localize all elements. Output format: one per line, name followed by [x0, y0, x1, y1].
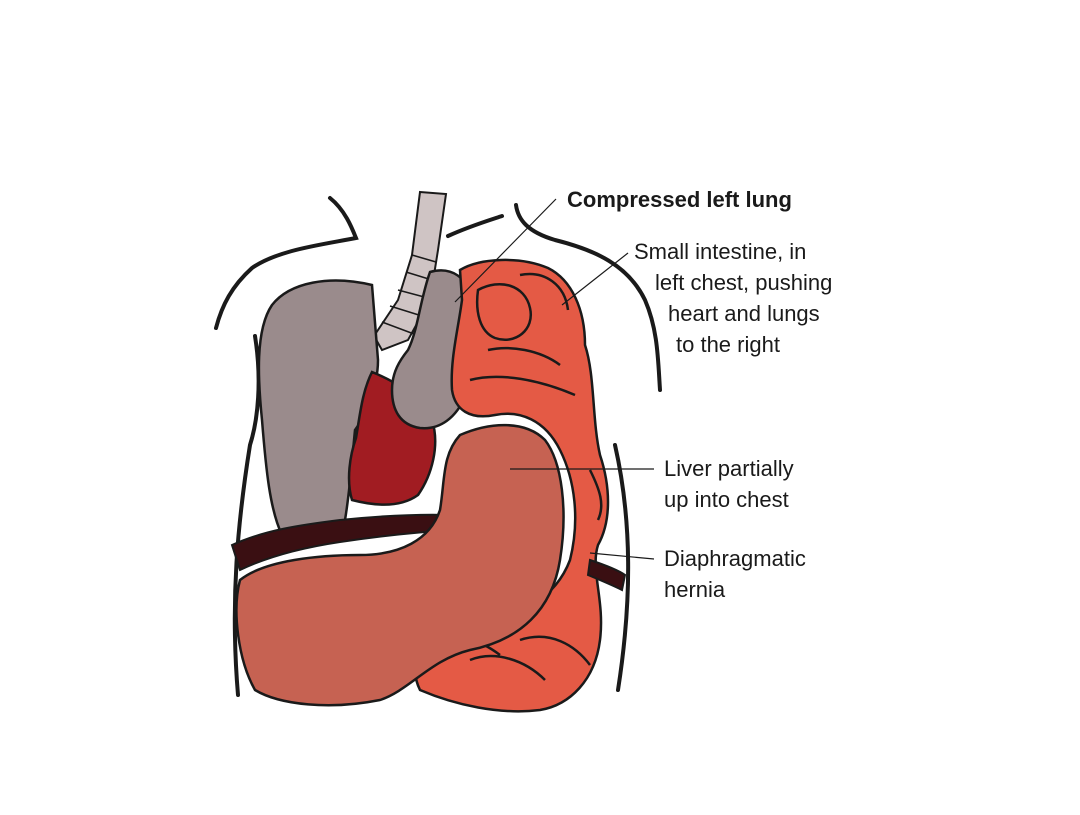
label-line: hernia [664, 577, 726, 602]
liver [235, 423, 565, 707]
label-line: Liver partially [664, 456, 794, 481]
trachea [372, 190, 448, 352]
label-line: Diaphragmatic [664, 546, 806, 571]
diaphragm-right [586, 558, 627, 592]
leader-hernia [589, 552, 655, 560]
leader-intestine [561, 252, 629, 306]
label-line: up into chest [664, 487, 789, 512]
label-line: to the right [676, 332, 780, 357]
label-compressed-left-lung: Compressed left lung [567, 187, 792, 212]
label-line: left chest, pushing [655, 270, 833, 295]
label-diaphragmatic-hernia: Diaphragmatic hernia [664, 543, 806, 605]
label-liver: Liver partially up into chest [664, 453, 794, 515]
label-line: Small intestine, in [634, 239, 807, 264]
label-line: heart and lungs [668, 301, 820, 326]
leader-lung [454, 198, 557, 303]
leader-lines [454, 198, 655, 560]
label-small-intestine: Small intestine, in left chest, pushing … [634, 236, 832, 360]
